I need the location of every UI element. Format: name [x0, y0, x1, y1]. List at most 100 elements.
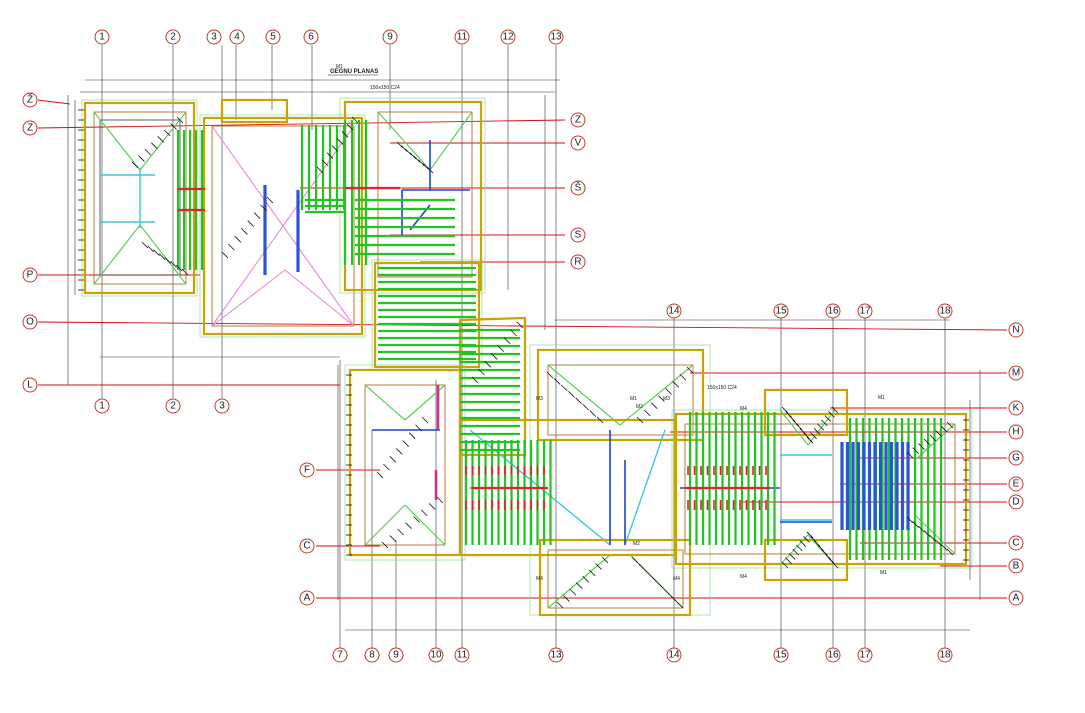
anchor-tick [569, 588, 577, 596]
grid-bubble: 11 [454, 29, 470, 45]
anchor-tick [170, 261, 177, 268]
beam-label: M1 [878, 395, 885, 401]
svg-text:14: 14 [668, 650, 680, 661]
anchor-tick [408, 432, 416, 439]
anchor-tick [929, 535, 937, 542]
anchor-tick [397, 528, 404, 536]
anchor-tick [601, 556, 609, 564]
anchor-tick [785, 557, 792, 564]
beam-label: M3 [663, 396, 670, 402]
anchor-tick [422, 163, 429, 170]
anchor-tick [631, 556, 639, 564]
svg-text:F: F [304, 465, 310, 476]
anchor-tick [546, 371, 554, 379]
svg-text:13: 13 [550, 32, 562, 43]
svg-text:8: 8 [369, 650, 375, 661]
anchor-tick [810, 432, 817, 439]
anchor-tick [164, 257, 172, 264]
svg-text:15: 15 [775, 650, 787, 661]
roof-left-wing [81, 99, 198, 297]
grid-bubble: 8 [364, 647, 380, 663]
grid-bubble: C [1008, 535, 1024, 551]
grid-bubble: 18 [937, 303, 953, 319]
anchor-tick [582, 403, 589, 411]
anchor-tick [491, 353, 498, 360]
anchor-tick [260, 204, 267, 212]
anchor-tick [670, 595, 677, 602]
anchor-tick [326, 152, 334, 159]
svg-text:11: 11 [457, 32, 468, 43]
anchor-tick [946, 421, 954, 429]
anchor-tick [478, 368, 485, 376]
anchor-tick [912, 521, 919, 528]
grid-bubble: G [1008, 450, 1024, 466]
grid-bubble: F [299, 462, 315, 478]
anchor-tick [556, 601, 564, 609]
anchor-tick [813, 540, 821, 547]
grid-bubble: 11 [454, 647, 470, 663]
anchor-tick [471, 376, 479, 384]
grid-bubble: 13 [548, 29, 564, 45]
svg-text:D: D [1012, 497, 1019, 508]
svg-text:10: 10 [430, 650, 442, 661]
grid-bubble: V [570, 135, 586, 151]
anchor-tick [824, 553, 832, 560]
svg-text:P: P [27, 270, 34, 281]
anchor-tick [643, 409, 651, 417]
svg-text:O: O [26, 317, 34, 328]
beam-label: M2 [633, 541, 640, 547]
beam-label: M1 [880, 570, 887, 576]
anchor-tick [941, 426, 948, 433]
anchor-tick [672, 381, 679, 388]
svg-text:6: 6 [308, 32, 314, 43]
svg-text:E: E [1013, 479, 1020, 490]
anchor-tick [253, 212, 261, 219]
anchor-tick [153, 249, 160, 256]
svg-text:R: R [574, 257, 581, 268]
anchor-tick [221, 251, 229, 259]
anchor-tick [376, 471, 384, 479]
anchor-tick [799, 540, 807, 547]
anchor-tick [351, 116, 359, 124]
plan-title: GEGNU PLANAS [330, 69, 378, 75]
anchor-tick [918, 525, 925, 533]
grid-bubble: 15 [773, 303, 789, 319]
svg-text:2: 2 [170, 401, 176, 412]
grid-bubble: Š [570, 180, 586, 196]
anchor-tick [144, 148, 152, 156]
anchor-tick [234, 236, 242, 243]
plan-labels: GEGNU PLANAS M1 M1 M1 M1 M2 M2 M3 M3 M4 … [328, 64, 887, 582]
svg-text:16: 16 [827, 650, 839, 661]
anchor-tick [781, 561, 789, 569]
beam-label: M4 [536, 576, 543, 582]
anchor-tick [923, 438, 931, 446]
anchor-tick [576, 582, 583, 589]
svg-text:K: K [1013, 403, 1020, 414]
grid-bubble: Ž [22, 92, 38, 108]
grid-bubble: M [1008, 365, 1024, 381]
grid-bubble: S [570, 227, 586, 243]
svg-text:17: 17 [859, 306, 871, 317]
svg-text:S: S [575, 230, 582, 241]
svg-text:M: M [1012, 368, 1020, 379]
grid-bubble: E [1008, 476, 1024, 492]
anchor-tick [510, 329, 517, 337]
grid-bubble: B [1008, 558, 1024, 574]
svg-text:13: 13 [550, 650, 562, 661]
anchor-tick [170, 123, 177, 130]
anchor-tick [331, 145, 339, 152]
svg-text:5: 5 [270, 32, 276, 43]
anchor-tick [912, 447, 919, 454]
anchor-tick [341, 131, 349, 138]
anchor-tick [595, 563, 602, 570]
anchor-tick [389, 456, 397, 463]
grid-bubble: 13 [548, 647, 564, 663]
grid-bubble: R [570, 254, 586, 270]
svg-text:G: G [1012, 453, 1020, 464]
red-beams-layer [178, 186, 770, 510]
beam-label: M2 [636, 404, 643, 410]
anchor-tick [421, 416, 429, 424]
anchor-tick [588, 569, 596, 577]
anchor-tick [810, 536, 817, 543]
